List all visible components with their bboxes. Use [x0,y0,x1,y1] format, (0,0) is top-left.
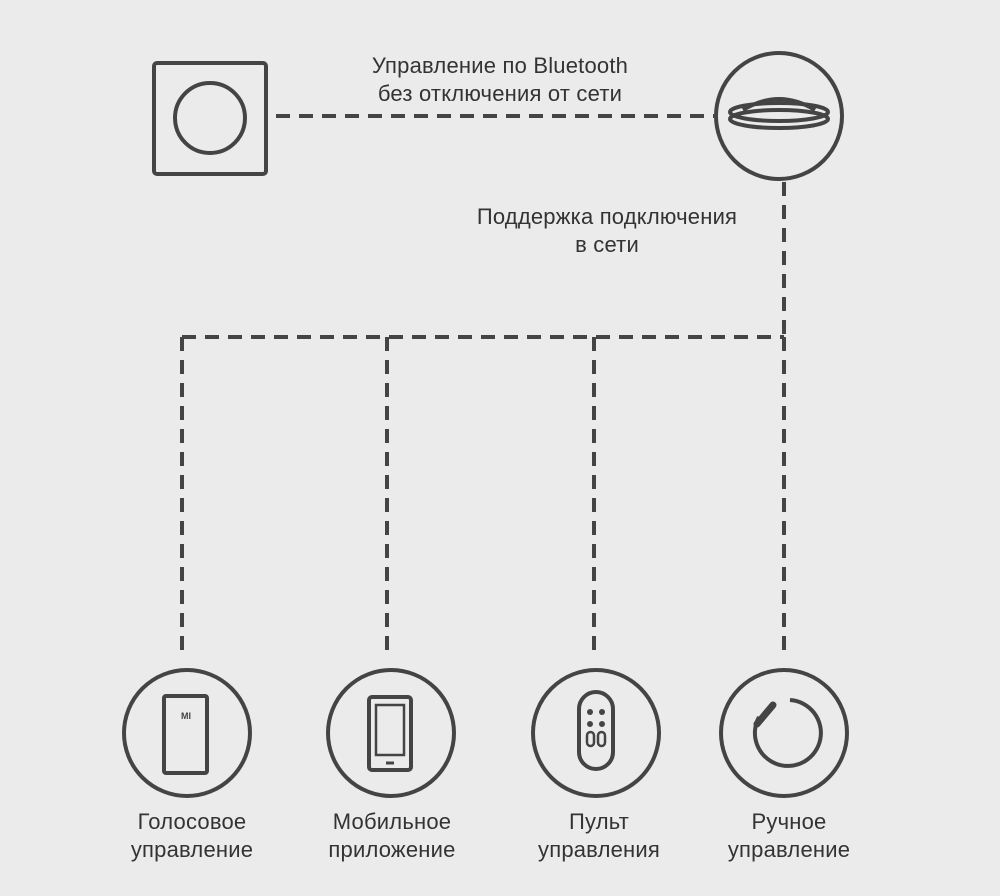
wall-switch-icon [152,61,268,176]
remote-control-icon [531,668,661,798]
network-link-line2: в сети [575,232,639,257]
manual-control-label: Ручное управление [699,808,879,864]
manual-control-line2: управление [727,837,851,862]
smart-speaker-icon [122,668,252,798]
mobile-app-line1: Мобильное [332,809,452,834]
manual-dial-icon [719,668,849,798]
bluetooth-link-line1: Управление по Bluetooth [371,53,629,78]
ceiling-lamp-icon [714,51,844,181]
voice-control-line1: Голосовое [137,809,247,834]
smartphone-icon [326,668,456,798]
manual-control-line1: Ручное [751,809,827,834]
bluetooth-link-label: Управление по Bluetooth без отключения о… [340,52,660,108]
mobile-app-label: Мобильное приложение [302,808,482,864]
voice-control-line2: управление [130,837,254,862]
remote-control-line1: Пульт [569,809,629,834]
bluetooth-link-line2: без отключения от сети [377,81,623,106]
network-link-label: Поддержка подключения в сети [440,203,774,259]
mobile-app-line2: приложение [328,837,456,862]
speaker-logo-text: MI [181,711,191,721]
network-link-line1: Поддержка подключения [476,204,738,229]
remote-control-line2: управления [538,837,660,862]
remote-control-label: Пульт управления [509,808,689,864]
voice-control-label: Голосовое управление [102,808,282,864]
